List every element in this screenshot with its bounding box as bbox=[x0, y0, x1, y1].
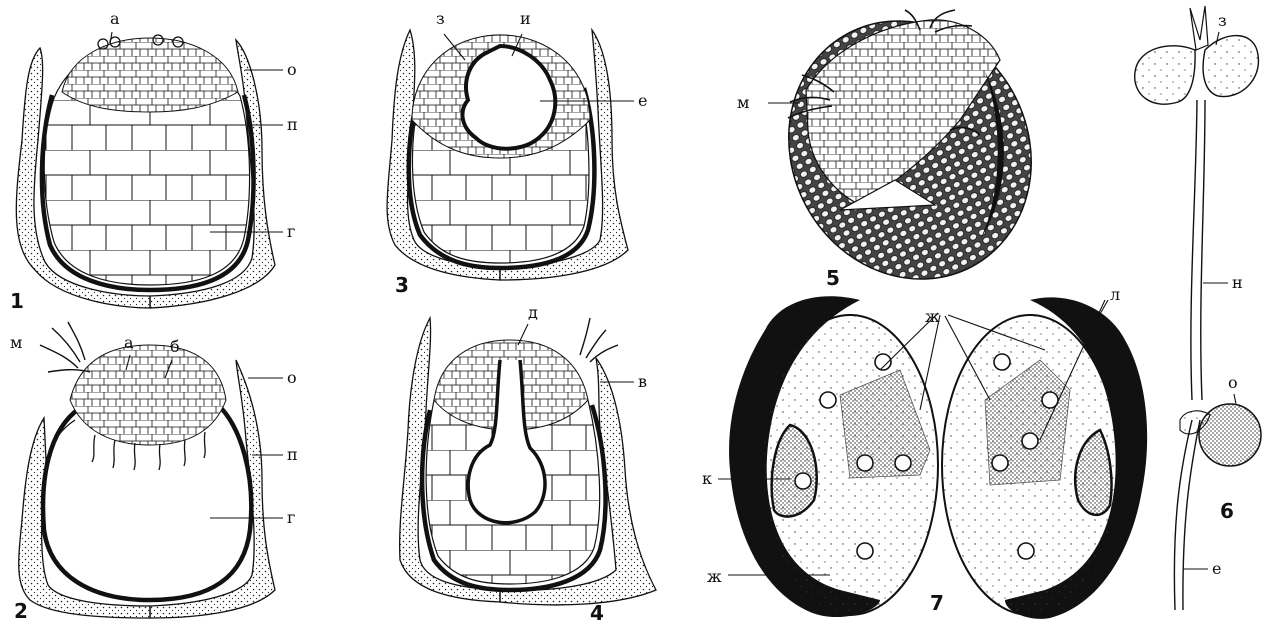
figure-2: а б м о п г 2 bbox=[10, 322, 298, 623]
fig6-label-o: о bbox=[1228, 373, 1238, 392]
fig6-label-z: з bbox=[1218, 11, 1227, 30]
fig6-stem bbox=[1191, 100, 1205, 400]
figure-1: а о п г 1 bbox=[10, 9, 298, 313]
fig6-root bbox=[1174, 420, 1200, 610]
fig4-hair-tufts bbox=[580, 318, 618, 362]
fig2-label-m: м bbox=[10, 333, 22, 352]
figure-4: д в 4 bbox=[400, 303, 656, 625]
fig2-label-p: п bbox=[287, 445, 298, 464]
fig2-gametophyte bbox=[70, 345, 226, 445]
fig4-label-d: д bbox=[528, 303, 538, 322]
fig2-label-b: б bbox=[170, 337, 180, 356]
figure-7: ж л к ж 7 bbox=[702, 285, 1147, 619]
fig2-label-o: о bbox=[287, 368, 297, 387]
fig3-label-i: и bbox=[520, 9, 531, 28]
fig6-left-cotyledon bbox=[1135, 46, 1195, 104]
fig7-number: 7 bbox=[930, 591, 944, 615]
fig6-right-cotyledon bbox=[1203, 36, 1258, 97]
fig1-label-a: а bbox=[110, 9, 120, 28]
fig7-label-zh-top: ж bbox=[925, 307, 940, 326]
fig6-apical-leaves bbox=[1190, 6, 1208, 50]
figure-6: з н о е 6 bbox=[1135, 6, 1261, 610]
figure-5: м 5 bbox=[737, 0, 1076, 322]
fig4-label-v: в bbox=[638, 372, 647, 391]
fig5-label-m: м bbox=[737, 93, 749, 112]
fig1-cell-cap bbox=[62, 38, 238, 112]
figure-3: з и е 3 bbox=[387, 9, 647, 297]
fig6-label-n: н bbox=[1232, 273, 1243, 292]
fig3-label-e: е bbox=[638, 91, 647, 110]
fig7-label-zh-bottom: ж bbox=[707, 567, 722, 586]
fig3-label-z: з bbox=[436, 9, 445, 28]
fig3-number: 3 bbox=[395, 273, 409, 297]
fig1-number: 1 bbox=[10, 289, 24, 313]
fig2-hair-tufts bbox=[40, 322, 90, 372]
fig4-number: 4 bbox=[590, 601, 604, 625]
fig7-label-l: л bbox=[1110, 285, 1120, 304]
fig7-label-k: к bbox=[702, 469, 712, 488]
fig1-label-p: п bbox=[287, 115, 298, 134]
fig5-number: 5 bbox=[826, 266, 840, 290]
fig1-label-g: г bbox=[287, 222, 295, 241]
fig6-leader-o bbox=[1234, 394, 1236, 404]
fig2-label-a: а bbox=[124, 333, 134, 352]
fig2-number: 2 bbox=[14, 599, 28, 623]
fig2-label-g: г bbox=[287, 508, 295, 527]
fig1-label-o: о bbox=[287, 60, 297, 79]
fig6-label-e: е bbox=[1212, 559, 1221, 578]
fig6-number: 6 bbox=[1220, 499, 1234, 523]
